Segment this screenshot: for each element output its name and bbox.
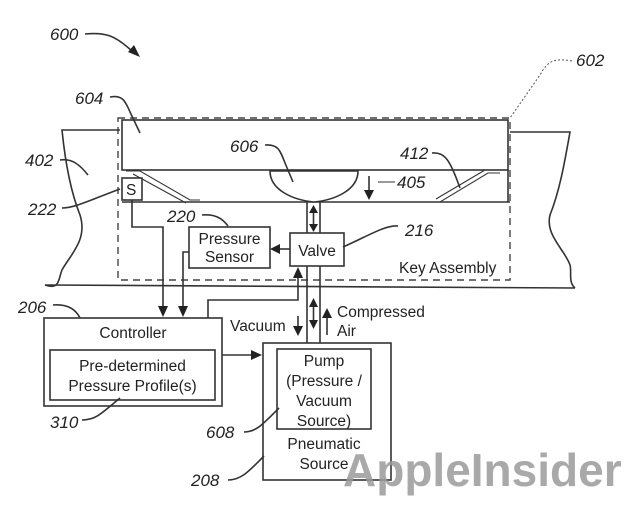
key-assembly-label: Key Assembly xyxy=(399,260,497,277)
enclosure-left-wall xyxy=(44,129,120,288)
spring-left-top xyxy=(126,170,200,201)
arrow-down-vacuum-icon xyxy=(293,326,303,336)
leader-310 xyxy=(81,397,121,421)
pressure-sensor-box xyxy=(188,226,271,269)
enclosure-right-wall xyxy=(510,131,576,289)
leader-604 xyxy=(109,95,141,134)
ref-402: 402 xyxy=(25,151,54,170)
dome-606 xyxy=(269,170,359,203)
pneumatic-source-label-line1: Pneumatic xyxy=(287,436,360,453)
vacuum-label: Vacuum xyxy=(230,318,286,335)
keycap-604 xyxy=(121,119,509,171)
controller-to-valve-line xyxy=(207,276,299,318)
arrow-up-valve-icon xyxy=(293,267,303,278)
pump-label-line4: Source) xyxy=(297,413,351,430)
profile-box xyxy=(49,349,216,401)
key-assembly-boundary xyxy=(117,117,511,281)
leader-206 xyxy=(52,304,81,319)
ref-222: 222 xyxy=(27,200,57,219)
arrow-up-air-icon xyxy=(322,308,332,318)
spring-right-top xyxy=(428,172,500,203)
leader-412 xyxy=(431,152,461,189)
enclosure-bottom xyxy=(44,284,576,289)
arrow-up-lower-icon xyxy=(309,298,318,307)
spring-right-bottom xyxy=(435,169,486,200)
arrow-600-icon xyxy=(128,45,140,57)
arrow-right-pump-icon xyxy=(251,350,262,360)
watermark: AppleInsider xyxy=(343,444,622,496)
profile-label-line1: Pre-determined xyxy=(79,358,186,375)
leader-208 xyxy=(227,455,265,481)
ref-206: 206 xyxy=(17,298,47,317)
ref-606: 606 xyxy=(230,137,259,156)
leader-220 xyxy=(201,214,229,227)
arrow-down-s-icon xyxy=(158,306,168,317)
ref-604: 604 xyxy=(75,89,103,108)
leader-216 xyxy=(342,225,399,248)
sensor-to-controller-line xyxy=(182,251,189,308)
controller-label: Controller xyxy=(99,325,166,342)
pump-box xyxy=(276,348,372,430)
arrow-down-sensor-icon xyxy=(178,306,188,317)
arrow-down-lower-icon xyxy=(309,320,318,329)
leader-402 xyxy=(59,158,89,176)
pressure-sensor-label-line2: Sensor xyxy=(205,249,254,266)
arrow-down-405-icon xyxy=(364,190,374,200)
leader-222 xyxy=(61,188,121,209)
ref-310: 310 xyxy=(50,413,79,432)
compressed-air-label-line2: Air xyxy=(337,323,356,340)
profile-label-line2: Pressure Profile(s) xyxy=(68,378,196,395)
arrow-left-sensor-icon xyxy=(270,244,280,254)
ref-600: 600 xyxy=(50,25,79,44)
compressed-air-label-line1: Compressed xyxy=(337,304,425,321)
s-to-controller-line xyxy=(131,200,164,308)
leader-606 xyxy=(264,144,294,183)
sensor-symbol: S xyxy=(126,182,136,199)
pump-label-line2: (Pressure / xyxy=(286,373,362,390)
ref-208: 208 xyxy=(190,471,220,490)
arrow-down-upper-icon xyxy=(309,224,318,232)
pump-label-line1: Pump xyxy=(304,353,345,370)
pressure-sensor-label-line1: Pressure xyxy=(198,231,260,248)
leader-600 xyxy=(84,32,134,53)
ref-608: 608 xyxy=(206,423,235,442)
leader-608 xyxy=(243,407,280,433)
ref-220: 220 xyxy=(166,207,196,226)
ref-412: 412 xyxy=(400,144,429,163)
leader-602 xyxy=(509,59,573,119)
pneumatic-source-label-line2: Source xyxy=(299,456,348,473)
ref-216: 216 xyxy=(404,221,434,240)
arrow-up-upper-icon xyxy=(309,205,318,213)
valve-label: Valve xyxy=(298,243,336,260)
pump-label-line3: Vacuum xyxy=(296,393,352,410)
ref-602: 602 xyxy=(576,51,605,70)
ref-405: 405 xyxy=(397,173,426,192)
